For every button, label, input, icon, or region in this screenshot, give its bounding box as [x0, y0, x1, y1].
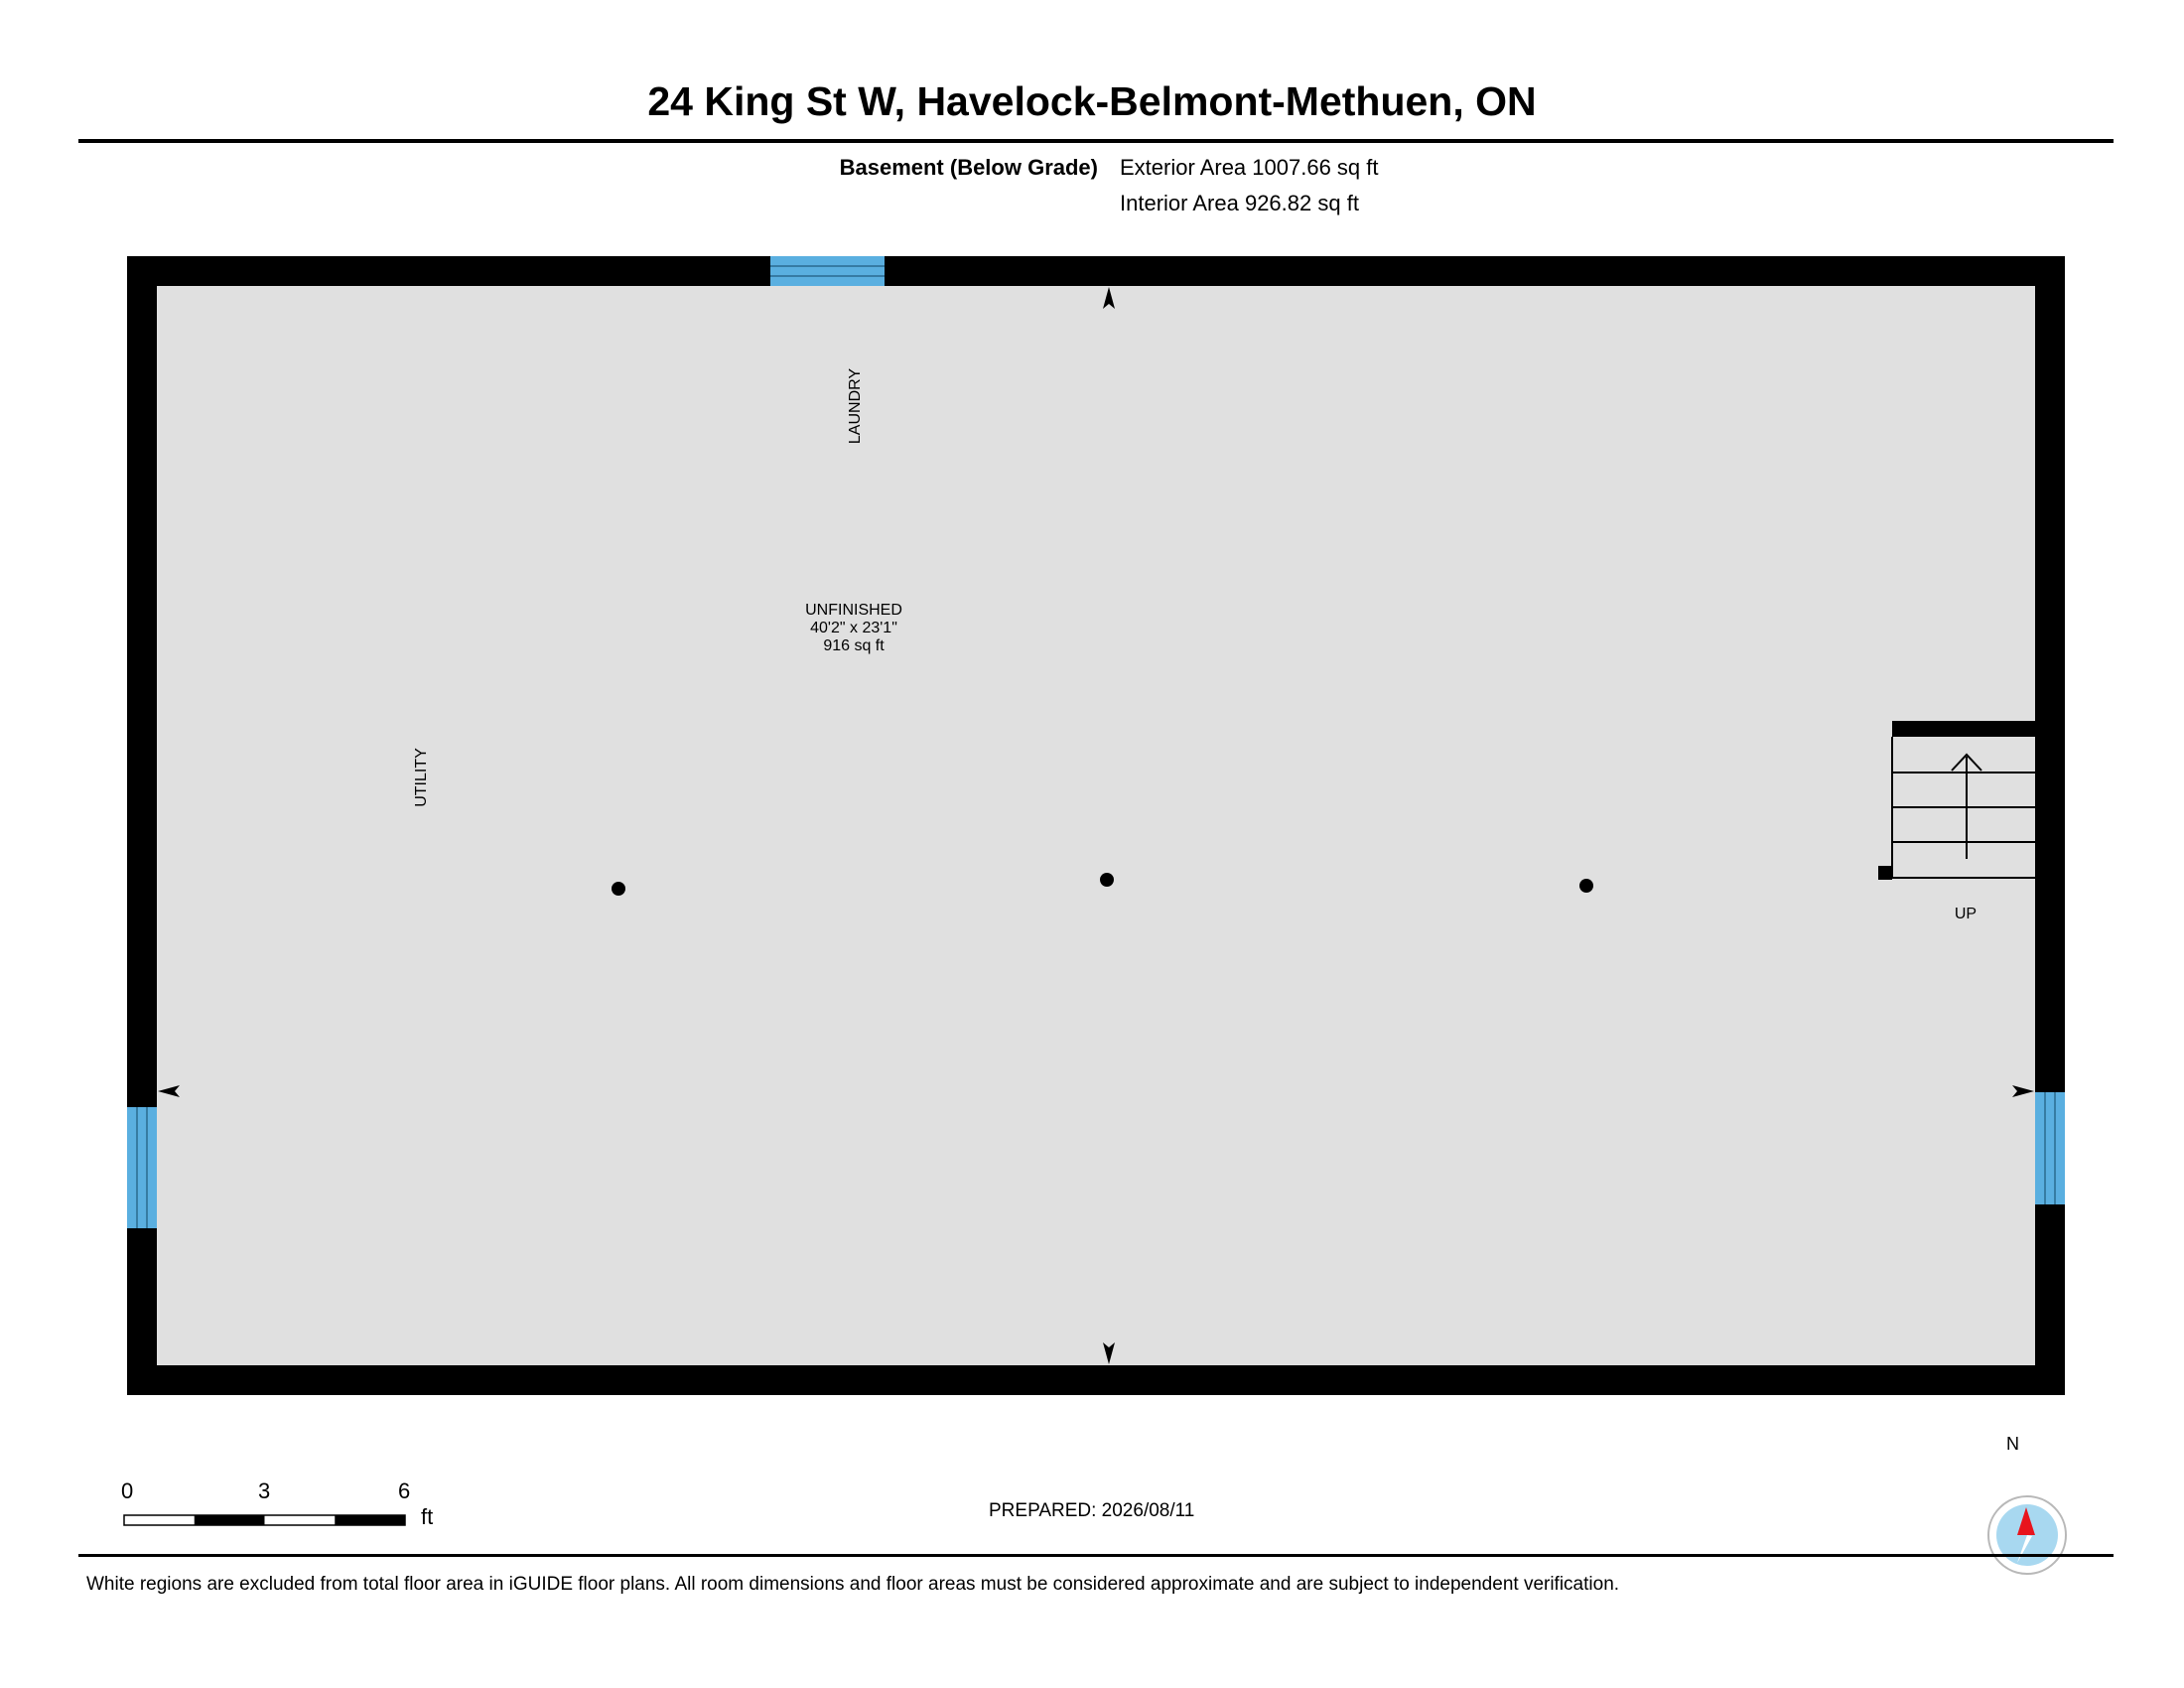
- arrow-north-icon: [1103, 287, 1115, 309]
- scale-unit: ft: [421, 1504, 434, 1529]
- scale-tick-label: 0: [121, 1478, 134, 1503]
- scale-tick-label: 3: [258, 1478, 271, 1503]
- wall-north: [127, 256, 2065, 286]
- wall-south: [127, 1365, 2065, 1395]
- support-post: [1579, 879, 1593, 893]
- compass-icon: [1987, 1495, 2067, 1575]
- stairs-label: UP: [1954, 906, 1978, 922]
- window-west: [127, 1107, 157, 1228]
- room-label-utility: UTILITY: [413, 748, 430, 807]
- scale-tick-label: 6: [398, 1478, 411, 1503]
- room-name: UNFINISHED: [805, 602, 902, 619]
- arrow-east-icon: [2012, 1085, 2034, 1097]
- room-label-laundry: LAUNDRY: [847, 367, 864, 445]
- arrow-south-icon: [1103, 1342, 1115, 1364]
- exterior-area: Exterior Area 1007.66 sq ft: [1120, 155, 1379, 180]
- room-area: 916 sq ft: [823, 637, 885, 654]
- room-dimensions: 40'2" x 23'1": [810, 620, 897, 636]
- support-post: [1100, 873, 1114, 887]
- scale-bar: [123, 1514, 406, 1526]
- wall-east: [2035, 256, 2065, 1395]
- window-east: [2035, 1092, 2065, 1204]
- window-north: [770, 256, 885, 286]
- compass-north-label: N: [2006, 1434, 2019, 1454]
- header-divider: [78, 139, 2114, 143]
- room-label-unfinished: UNFINISHED 40'2" x 23'1" 916 sq ft: [754, 602, 953, 655]
- arrow-west-icon: [158, 1085, 180, 1097]
- floor-area: [127, 256, 2065, 1394]
- support-post: [612, 882, 625, 896]
- prepared-date: PREPARED: 2026/08/11: [989, 1500, 1195, 1521]
- floor-name: Basement (Below Grade): [839, 155, 1098, 180]
- staircase: [1878, 721, 2041, 880]
- disclaimer: White regions are excluded from total fl…: [86, 1574, 1620, 1595]
- footer-divider: [78, 1554, 2114, 1557]
- page-title: 24 King St W, Havelock-Belmont-Methuen, …: [647, 78, 1537, 124]
- interior-area: Interior Area 926.82 sq ft: [1120, 191, 1359, 215]
